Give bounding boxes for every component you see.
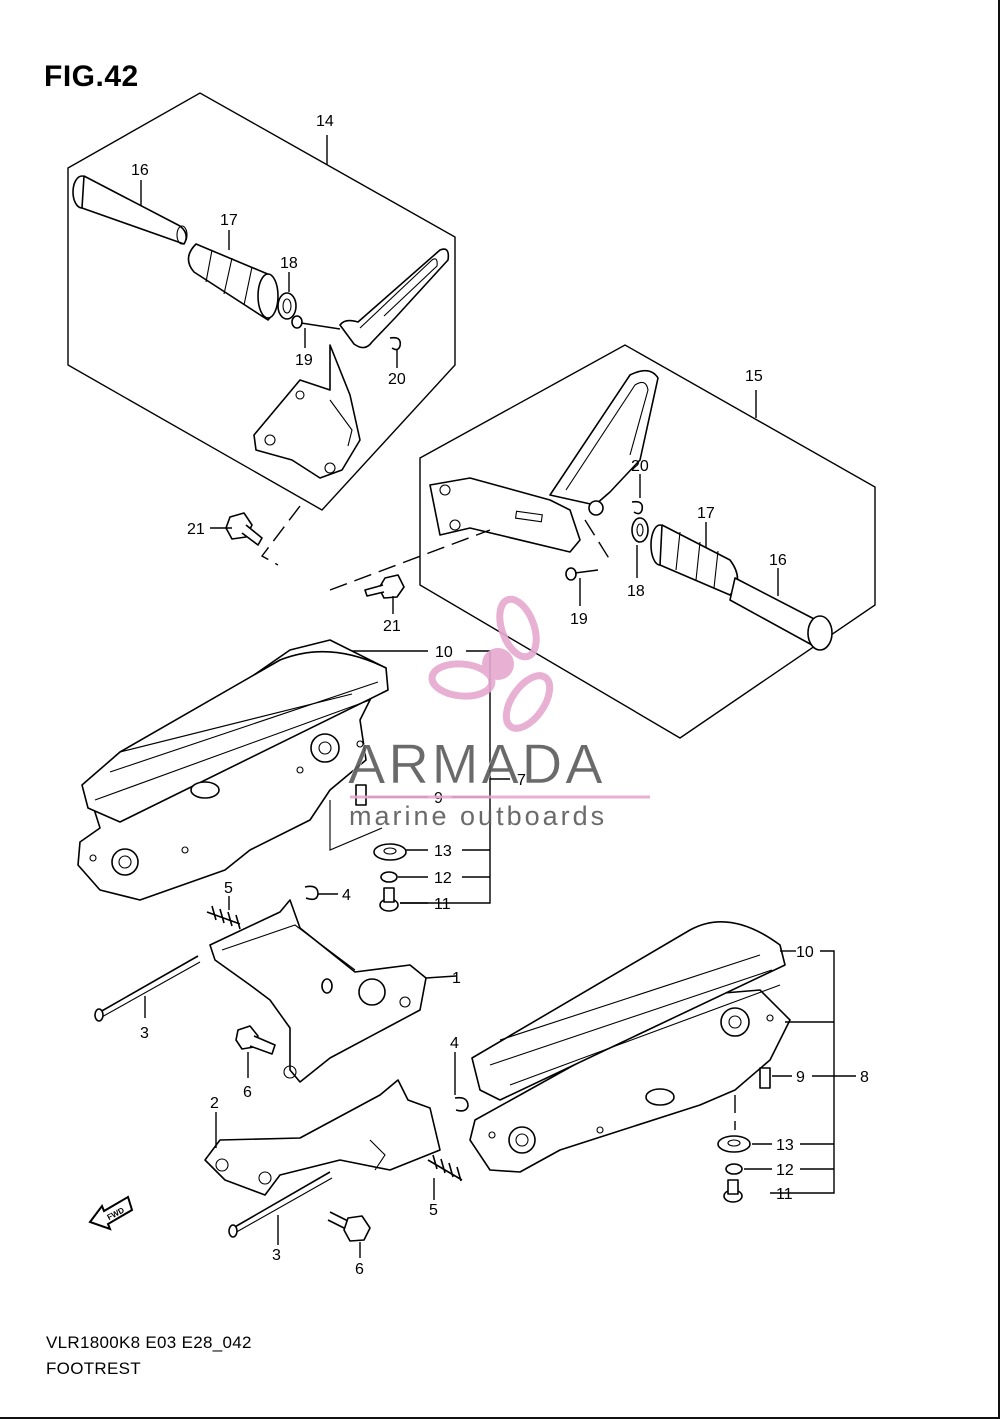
bolt-11-upper xyxy=(379,887,399,912)
section-name: FOOTREST xyxy=(46,1359,141,1378)
callout: 11 xyxy=(434,896,451,913)
figure-title: FIG.42 xyxy=(44,60,139,93)
callout: 20 xyxy=(631,458,649,475)
pivot-pin-3-lower xyxy=(228,1171,333,1238)
callout: 8 xyxy=(860,1069,869,1086)
armada-watermark: ARMADA marine outboards xyxy=(348,595,650,831)
clevis-pin-19-right xyxy=(565,519,611,581)
callout: 19 xyxy=(295,352,313,369)
callout: 13 xyxy=(776,1137,794,1154)
callout: 9 xyxy=(796,1069,805,1086)
bolt-6-upper xyxy=(235,1025,276,1055)
floorboard-lower xyxy=(469,921,791,1173)
callout: 14 xyxy=(316,113,334,130)
callout-labels: 1 2 3 3 4 4 5 5 6 6 7 8 9 9 10 10 11 11 … xyxy=(131,113,869,1278)
washer-13-lower xyxy=(717,1135,751,1153)
cotter-pin-20-right xyxy=(631,500,644,515)
washer-18-left xyxy=(277,292,297,320)
bolt-9-upper xyxy=(355,784,367,806)
bolt-9-lower xyxy=(759,1067,771,1089)
callout: 3 xyxy=(272,1247,281,1264)
upper-hardware-guide xyxy=(329,800,383,851)
callout: 5 xyxy=(224,880,233,897)
assembly-box-15 xyxy=(419,344,876,739)
clevis-pin-19-left xyxy=(291,315,341,330)
callout: 5 xyxy=(429,1202,438,1219)
assembly-box-14 xyxy=(67,92,456,511)
callout: 4 xyxy=(450,1035,459,1052)
callout: 1 xyxy=(452,970,461,987)
floorboard-upper xyxy=(77,639,389,901)
fwd-badge: FWD xyxy=(88,1195,134,1231)
washer-12-lower xyxy=(725,1163,743,1175)
callout: 6 xyxy=(355,1261,364,1278)
callout: 18 xyxy=(627,583,645,600)
callout: 21 xyxy=(383,618,401,635)
e-clip-4-upper xyxy=(304,885,319,901)
callout: 6 xyxy=(243,1084,252,1101)
propeller-icon xyxy=(428,595,554,732)
model-code: VLR1800K8 E03 E28_042 xyxy=(46,1333,252,1352)
pivot-pin-3-upper xyxy=(94,955,201,1022)
callout: 4 xyxy=(342,887,351,904)
footpeg-rubber-17-left xyxy=(187,243,279,321)
footpeg-bracket-left xyxy=(253,248,450,479)
watermark-brand: ARMADA xyxy=(348,732,606,795)
callout: 15 xyxy=(745,368,763,385)
bolt-6-lower xyxy=(327,1211,371,1242)
callout: 10 xyxy=(796,944,814,961)
e-clip-4-lower xyxy=(454,1096,469,1112)
footrest-bracket-2 xyxy=(204,1079,441,1196)
washer-13-upper xyxy=(373,843,407,861)
callout: 16 xyxy=(769,552,787,569)
washer-18-right xyxy=(631,517,649,543)
callout: 2 xyxy=(210,1095,219,1112)
callout: 10 xyxy=(435,644,453,661)
washer-12-upper xyxy=(380,871,398,883)
callout: 19 xyxy=(570,611,588,628)
spring-5-upper xyxy=(206,905,241,930)
spring-5-lower xyxy=(427,1154,463,1182)
callout: 13 xyxy=(434,843,452,860)
callout: 17 xyxy=(220,212,238,229)
bolt-11-lower xyxy=(723,1179,743,1203)
bolt-21-right xyxy=(364,574,405,599)
callout: 3 xyxy=(140,1025,149,1042)
callout: 17 xyxy=(697,505,715,522)
leader-lines xyxy=(140,180,856,1258)
footpeg-pin-16-right xyxy=(729,577,833,651)
footrest-bracket-1 xyxy=(209,899,427,1083)
callout: 21 xyxy=(187,521,205,538)
callout: 12 xyxy=(434,870,452,887)
watermark-subtitle: marine outboards xyxy=(349,801,607,831)
callout: 16 xyxy=(131,162,149,179)
footpeg-pin-16-left xyxy=(72,175,188,245)
cotter-pin-20-left xyxy=(389,336,402,351)
callout: 11 xyxy=(776,1186,793,1203)
fwd-arrow-icon xyxy=(88,1195,134,1231)
callout: 7 xyxy=(517,772,526,789)
footpeg-bracket-right xyxy=(329,369,659,591)
callout: 18 xyxy=(280,255,298,272)
callout: 12 xyxy=(776,1162,794,1179)
footpeg-rubber-17-right xyxy=(650,524,739,596)
callout: 20 xyxy=(388,371,406,388)
bolt-21-left xyxy=(225,505,301,566)
